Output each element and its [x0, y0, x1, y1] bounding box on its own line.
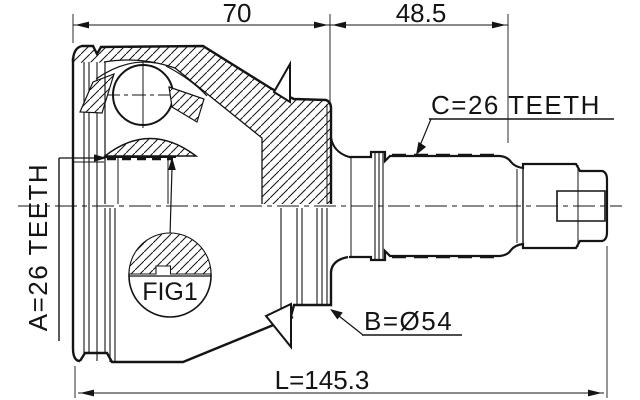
label-a-spline: A=26 TEETH [23, 154, 107, 341]
fig1-leader-arrow [168, 157, 176, 170]
shaft-end-slot [556, 190, 606, 222]
clamp-band-upper [272, 60, 291, 104]
spline-bore [104, 62, 176, 204]
clamp-band-lower [264, 302, 292, 350]
housing-hatch-main [101, 46, 331, 204]
dim-48-5-text: 48.5 [396, 0, 447, 28]
dim-70-text: 70 [223, 0, 252, 28]
dim-length-text: L=145.3 [275, 365, 370, 395]
label-b-text: B=Ø54 [364, 306, 453, 336]
inner-race-section [102, 137, 199, 157]
fig1-spline-profile [128, 232, 212, 275]
cage-wedge-right [168, 86, 205, 123]
label-b-diameter: B=Ø54 [330, 306, 462, 336]
dimension-length: L=145.3 [74, 246, 608, 398]
dimension-48-5: 48.5 [330, 0, 509, 143]
dimension-70: 70 [72, 0, 331, 103]
label-a-text: A=26 TEETH [23, 163, 53, 331]
housing-hatch-rim [73, 46, 104, 64]
fig1-callout: FIG1 [128, 157, 212, 318]
shaft-spline-teeth [392, 153, 500, 259]
fig1-label: FIG1 [142, 278, 198, 306]
shaft [349, 150, 609, 262]
boot-clamp-bands [264, 60, 292, 350]
housing-section [71, 44, 350, 363]
label-c-spline: C=26 TEETH [416, 90, 614, 155]
cage-wedge-left [79, 73, 115, 114]
cage-section [79, 61, 208, 123]
label-c-text: C=26 TEETH [431, 90, 601, 120]
housing-lower-exterior [78, 208, 349, 364]
